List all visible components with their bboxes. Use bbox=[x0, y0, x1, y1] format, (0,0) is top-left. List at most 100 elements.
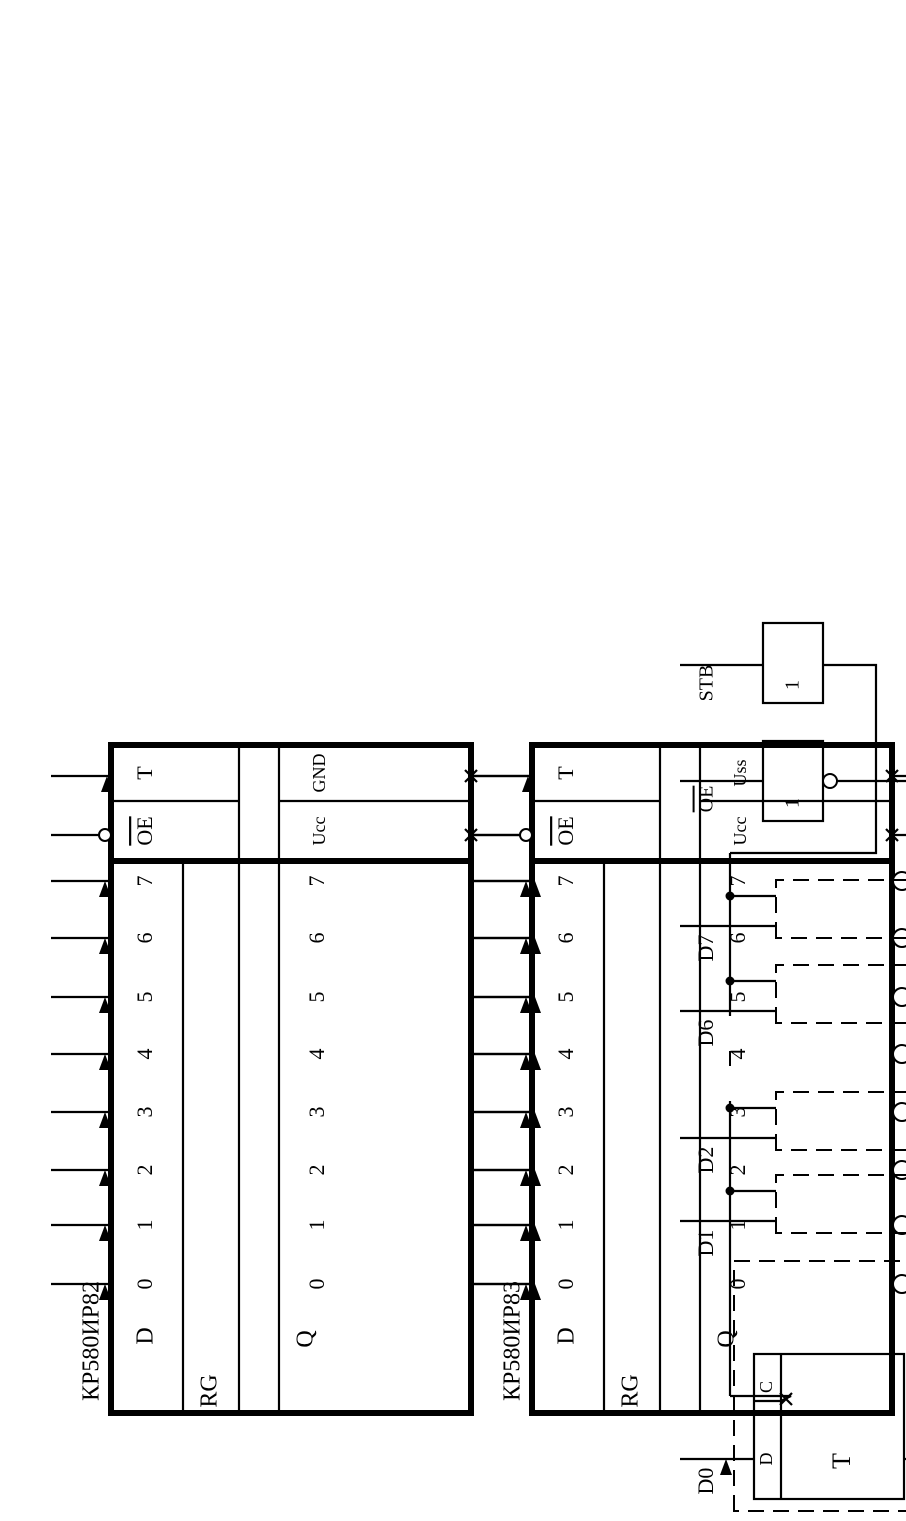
gnd-label: Uss bbox=[730, 759, 750, 786]
input-arrow bbox=[99, 997, 111, 1013]
q-bit-number: 6 bbox=[304, 933, 329, 944]
d-header: D bbox=[133, 1327, 159, 1344]
q-bit-number: 7 bbox=[304, 876, 329, 887]
d-bit-number: 2 bbox=[553, 1165, 578, 1176]
d-bit-number: 1 bbox=[553, 1220, 578, 1231]
q-header: Q bbox=[293, 1330, 319, 1347]
q-bit-number: 3 bbox=[725, 1107, 750, 1118]
input-label: D1 bbox=[693, 1230, 718, 1257]
input-arrow bbox=[520, 938, 532, 954]
pin-cross-mark bbox=[779, 1392, 793, 1406]
junction-dot bbox=[725, 976, 735, 986]
chip-outline bbox=[529, 742, 895, 1416]
ucc-label: Ucc bbox=[309, 817, 329, 846]
input-arrow bbox=[520, 1112, 532, 1128]
rg-label: RG bbox=[618, 1374, 644, 1407]
output-inversion-bubble bbox=[892, 1274, 906, 1294]
d-bit-number: 2 bbox=[132, 1165, 157, 1176]
output-inversion-bubble bbox=[892, 987, 906, 1007]
bit-cell-outline bbox=[775, 1091, 906, 1151]
oe-label: OE bbox=[132, 816, 157, 845]
q-bit-number: 3 bbox=[304, 1107, 329, 1118]
cross-stroke bbox=[464, 828, 478, 842]
output-inversion-bubble bbox=[892, 1160, 906, 1180]
bit-cell bbox=[680, 1174, 906, 1234]
junction-dot bbox=[725, 891, 735, 901]
input-arrow bbox=[520, 1225, 532, 1241]
input-arrow bbox=[99, 1284, 111, 1300]
input-label: D6 bbox=[693, 1020, 718, 1047]
q-bit-number: 1 bbox=[725, 1220, 750, 1231]
d-header: D bbox=[554, 1327, 580, 1344]
q-bit-number: 2 bbox=[725, 1165, 750, 1176]
input-label: D7 bbox=[693, 935, 718, 962]
q-bit-number: 4 bbox=[304, 1049, 329, 1060]
d-bit-number: 7 bbox=[553, 876, 578, 887]
d-bit-number: 4 bbox=[553, 1049, 578, 1060]
d-bit-number: 0 bbox=[132, 1279, 157, 1290]
bit-cell-outline bbox=[775, 1174, 906, 1234]
latch-t-box bbox=[752, 1352, 906, 1501]
latch-d-label: D bbox=[756, 1453, 776, 1466]
output-inversion-bubble bbox=[892, 1215, 906, 1235]
junction-dot bbox=[725, 1103, 735, 1113]
input-arrow bbox=[99, 938, 111, 954]
junction-dot bbox=[725, 1186, 735, 1196]
pin-cross-mark bbox=[885, 828, 899, 842]
t-arrow bbox=[101, 776, 113, 792]
pin-cross-mark bbox=[464, 769, 478, 783]
d-bit-number: 6 bbox=[553, 933, 578, 944]
q-bit-number: 1 bbox=[304, 1220, 329, 1231]
t-arrow bbox=[522, 776, 534, 792]
d-bit-number: 7 bbox=[132, 876, 157, 887]
d-bit-number: 6 bbox=[132, 933, 157, 944]
latch-t-label: T bbox=[827, 1453, 856, 1469]
q-bit-number: 0 bbox=[304, 1279, 329, 1290]
input-label: D0 bbox=[693, 1468, 718, 1495]
stb-buffer-out-wire bbox=[730, 663, 878, 855]
latch-c-label: C bbox=[756, 1381, 776, 1393]
d-bit-number: 5 bbox=[132, 992, 157, 1003]
cross-stroke bbox=[779, 1392, 793, 1406]
bit-cell bbox=[680, 1091, 906, 1151]
input-arrow bbox=[520, 881, 532, 897]
q-bit-number: 2 bbox=[304, 1165, 329, 1176]
d-bit-number: 3 bbox=[553, 1107, 578, 1118]
cross-stroke bbox=[464, 769, 478, 783]
q-bit-number: 5 bbox=[725, 992, 750, 1003]
q-bit-number: 4 bbox=[725, 1049, 750, 1060]
q-header: Q bbox=[714, 1330, 740, 1347]
input-arrow bbox=[99, 881, 111, 897]
d-bit-number: 1 bbox=[132, 1220, 157, 1231]
t-label: T bbox=[553, 766, 578, 780]
input-arrow bbox=[99, 1225, 111, 1241]
ucc-label: Ucc bbox=[730, 817, 750, 846]
cross-stroke bbox=[885, 828, 899, 842]
oe-inversion-bubble bbox=[822, 773, 838, 789]
oe-inversion-bubble bbox=[519, 828, 533, 842]
q-bit-number: 7 bbox=[725, 876, 750, 887]
stb-buffer-box bbox=[761, 621, 825, 705]
input-arrow bbox=[520, 1284, 532, 1300]
input-arrow bbox=[99, 1054, 111, 1070]
bit0-cell-outline bbox=[733, 1260, 906, 1512]
chip-name: КР580ИР83 bbox=[500, 1281, 526, 1401]
bit-cell bbox=[680, 879, 906, 939]
d-bit-number: 3 bbox=[132, 1107, 157, 1118]
input-arrow bbox=[99, 1112, 111, 1128]
input-arrow bbox=[520, 1170, 532, 1186]
output-inversion-bubble bbox=[892, 1044, 906, 1064]
output-inversion-bubble bbox=[892, 1102, 906, 1122]
input-arrow bbox=[520, 1054, 532, 1070]
d-bit-number: 5 bbox=[553, 992, 578, 1003]
gnd-label: GND bbox=[309, 754, 329, 793]
oe-inversion-bubble bbox=[98, 828, 112, 842]
oe-buffer-box bbox=[761, 739, 825, 823]
rg-label: RG bbox=[197, 1374, 223, 1407]
bit-cell-outline bbox=[775, 879, 906, 939]
oe-label: OE bbox=[553, 816, 578, 845]
